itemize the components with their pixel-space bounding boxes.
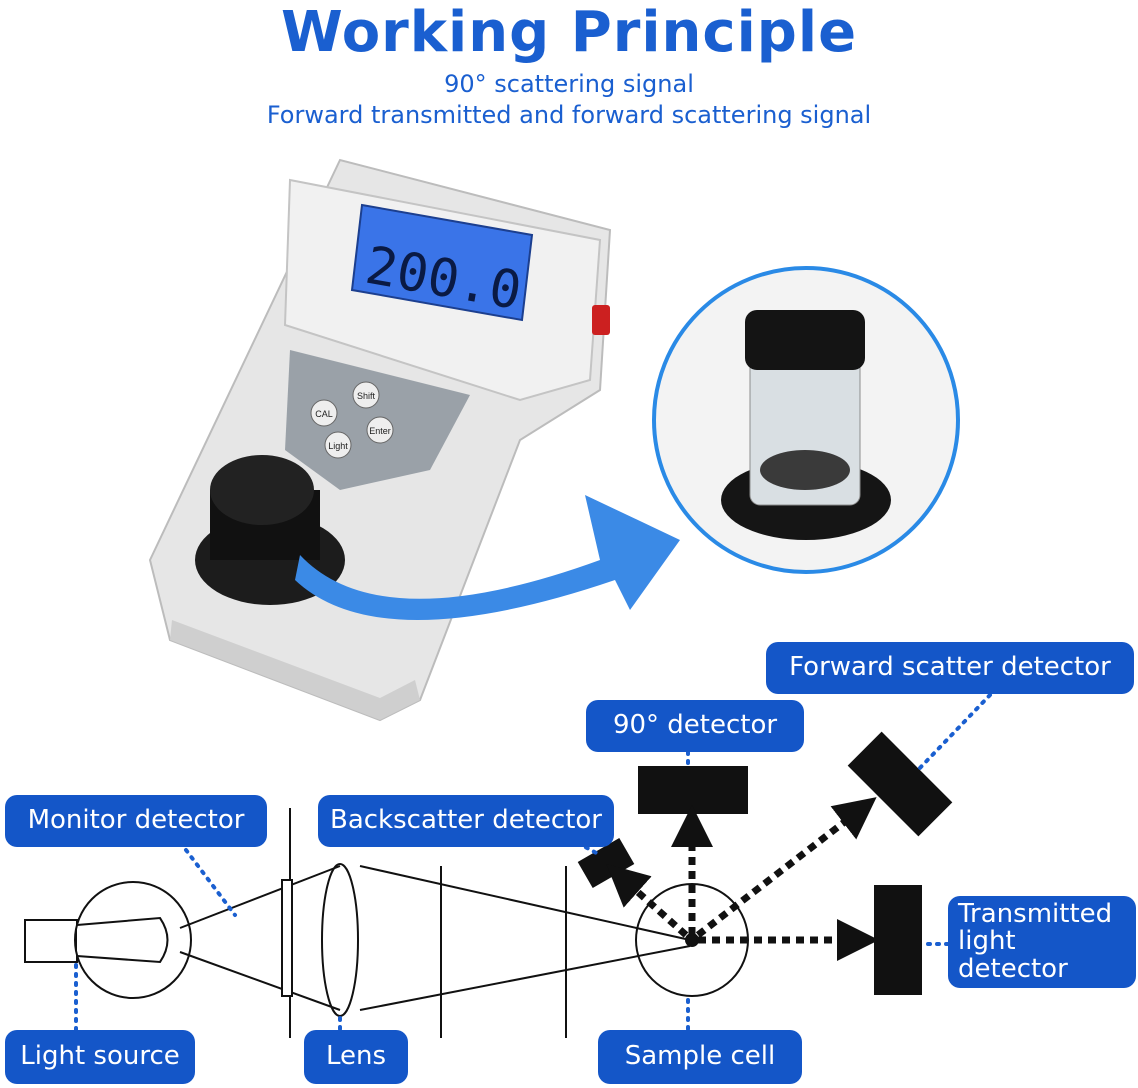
cal-button: CAL — [315, 409, 333, 419]
label-forward-scatter-detector: Forward scatter detector — [766, 642, 1134, 694]
light-source-bulb — [24, 881, 192, 999]
forward-detector — [847, 731, 953, 837]
arrow-back — [606, 864, 689, 938]
light-button: Light — [328, 441, 348, 451]
enter-button: Enter — [369, 426, 391, 436]
label-backscatter-detector: Backscatter detector — [318, 795, 614, 847]
zoom-circle — [652, 266, 960, 574]
power-switch — [592, 305, 610, 335]
backscatter-detector — [577, 838, 635, 888]
ninety-detector — [638, 766, 748, 814]
label-transmitted-light-detector: Transmitted light detector — [948, 896, 1136, 988]
label-light-source: Light source — [5, 1030, 195, 1084]
lens-shape — [321, 863, 359, 1017]
subtitle-line-1: 90° scattering signal — [444, 70, 694, 98]
blue-arrow — [295, 495, 680, 620]
shift-button: Shift — [357, 391, 376, 401]
arrow-forward — [695, 797, 877, 938]
label-monitor-detector: Monitor detector — [5, 795, 267, 847]
subtitle-line-2: Forward transmitted and forward scatteri… — [266, 101, 872, 129]
label-sample-cell: Sample cell — [598, 1030, 802, 1084]
transmitted-detector — [874, 885, 922, 995]
optical-diagram — [24, 808, 749, 1038]
sample-cap — [195, 455, 345, 605]
label-lens: Lens — [304, 1030, 408, 1084]
label-transmitted-line-1: Transmitted — [958, 899, 1113, 930]
turbidity-meter: 200.0 CAL Shift Enter Light — [148, 158, 612, 722]
keypad: CAL Shift Enter Light — [310, 381, 394, 459]
label-transmitted-line-2: light detector — [958, 926, 1068, 984]
label-90-detector: 90° detector — [586, 700, 804, 752]
page-title: Working Principle — [280, 0, 858, 65]
